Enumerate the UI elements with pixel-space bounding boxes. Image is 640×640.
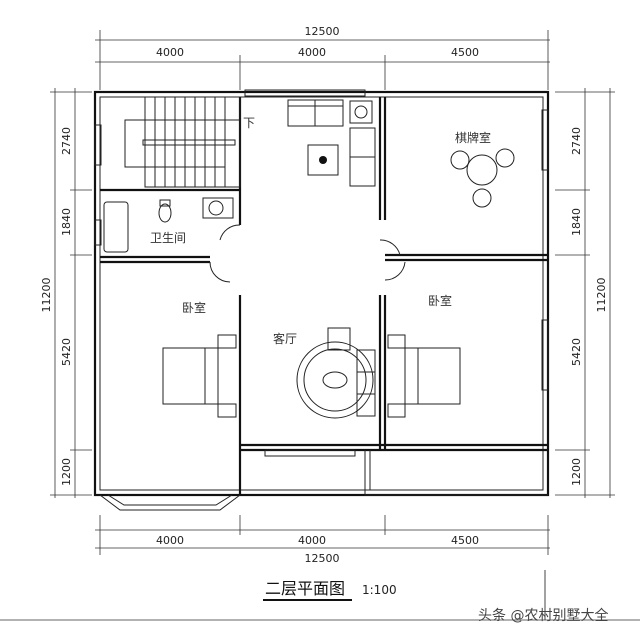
bathroom-fixtures: 卫生间 bbox=[103, 197, 241, 253]
walls bbox=[93, 89, 550, 511]
bottom-dim-3: 4500 bbox=[451, 534, 479, 547]
left-dim-1: 2740 bbox=[60, 127, 73, 155]
top-dimensions: 12500 4000 4000 4500 bbox=[95, 25, 550, 90]
chess-room-furniture: 棋牌室 bbox=[450, 130, 515, 208]
top-dim-1: 4000 bbox=[156, 46, 184, 59]
right-dim-3: 5420 bbox=[570, 338, 583, 366]
right-dim-4: 1200 bbox=[570, 458, 583, 486]
top-total-dim: 12500 bbox=[305, 25, 340, 38]
top-dim-2: 4000 bbox=[298, 46, 326, 59]
room-label-living-room: 客厅 bbox=[273, 331, 297, 346]
room-label-chess-room: 棋牌室 bbox=[455, 130, 491, 145]
left-dim-2: 1840 bbox=[60, 208, 73, 236]
top-dim-3: 4500 bbox=[451, 46, 479, 59]
bedroom-right: 卧室 bbox=[387, 293, 461, 418]
left-total-dim: 11200 bbox=[40, 278, 53, 313]
bottom-total-dim: 12500 bbox=[305, 552, 340, 565]
right-total-dim: 11200 bbox=[595, 278, 608, 313]
left-dimensions: 11200 2740 1840 5420 1200 bbox=[40, 88, 92, 498]
staircase: 下 bbox=[124, 96, 255, 188]
room-label-bathroom: 卫生间 bbox=[150, 231, 186, 245]
stair-down-label: 下 bbox=[243, 116, 255, 130]
room-label-bedroom-right: 卧室 bbox=[428, 293, 452, 308]
bottom-dim-1: 4000 bbox=[156, 534, 184, 547]
drawing-scale: 1:100 bbox=[362, 583, 397, 597]
room-label-bedroom-left: 卧室 bbox=[182, 300, 206, 315]
bedroom-left: 卧室 bbox=[162, 300, 237, 418]
drawing-title: 二层平面图 bbox=[265, 579, 345, 598]
right-dimensions: 2740 1840 5420 1200 11200 bbox=[555, 88, 615, 498]
bottom-dim-2: 4000 bbox=[298, 534, 326, 547]
left-dim-4: 1200 bbox=[60, 458, 73, 486]
right-dim-2: 1840 bbox=[570, 208, 583, 236]
watermark: 头条 @农村别墅大全 bbox=[478, 607, 608, 624]
left-dim-3: 5420 bbox=[60, 338, 73, 366]
right-dim-1: 2740 bbox=[570, 127, 583, 155]
bottom-dimensions: 4000 4000 4500 12500 bbox=[95, 515, 550, 565]
living-room-furniture: 客厅 bbox=[209, 99, 406, 419]
